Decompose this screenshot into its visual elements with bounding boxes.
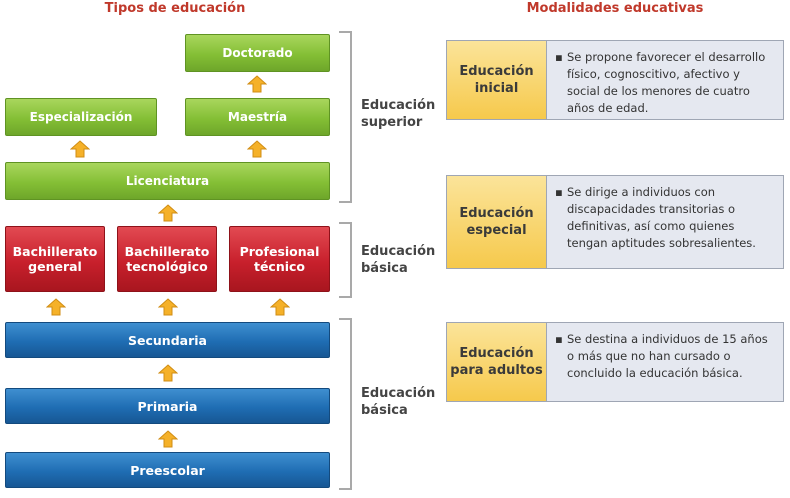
preescolar-box: Preescolar bbox=[5, 452, 330, 488]
modality-description: Se propone favorecer el desarrollo físic… bbox=[567, 50, 766, 115]
types-title: Tipos de educación bbox=[104, 1, 246, 16]
bracket-media bbox=[339, 222, 352, 298]
level-label-superior: Educación superior bbox=[361, 98, 436, 130]
licenciatura-box: Licenciatura bbox=[5, 162, 330, 200]
doctorado-box: Doctorado bbox=[185, 34, 330, 72]
modality-description-box: ▪ Se propone favorecer el desarrollo fís… bbox=[547, 41, 783, 119]
bracket-superior bbox=[339, 31, 352, 203]
level-label-media: Educación básica bbox=[361, 244, 436, 276]
modality-description-box: ▪ Se dirige a individuos con discapacida… bbox=[547, 176, 783, 268]
up-arrow-icon bbox=[158, 364, 178, 382]
modality-description: Se destina a individuos de 15 años o más… bbox=[567, 332, 768, 380]
modality-card-especial: Educación especial ▪ Se dirige a individ… bbox=[446, 175, 784, 269]
modality-name: Educación especial bbox=[447, 176, 547, 268]
up-arrow-icon bbox=[158, 204, 178, 222]
primaria-box: Primaria bbox=[5, 388, 330, 424]
up-arrow-icon bbox=[247, 140, 267, 158]
up-arrow-icon bbox=[70, 140, 90, 158]
especializacion-box: Especialización bbox=[5, 98, 157, 136]
bullet-icon: ▪ bbox=[555, 332, 563, 346]
modality-card-inicial: Educación inicial ▪ Se propone favorecer… bbox=[446, 40, 784, 120]
level-label-basica: Educación básica bbox=[361, 386, 436, 418]
bachillerato-general-box: Bachillerato general bbox=[5, 226, 105, 292]
up-arrow-icon bbox=[270, 298, 290, 316]
secundaria-box: Secundaria bbox=[5, 322, 330, 358]
up-arrow-icon bbox=[158, 298, 178, 316]
bullet-icon: ▪ bbox=[555, 50, 563, 64]
bachillerato-tecnologico-box: Bachillerato tecnológico bbox=[117, 226, 217, 292]
maestria-box: Maestría bbox=[185, 98, 330, 136]
modality-name: Educación inicial bbox=[447, 41, 547, 119]
bullet-icon: ▪ bbox=[555, 185, 563, 199]
modality-card-adultos: Educación para adultos ▪ Se destina a in… bbox=[446, 322, 784, 402]
profesional-tecnico-box: Profesional técnico bbox=[229, 226, 330, 292]
up-arrow-icon bbox=[247, 75, 267, 93]
modality-name: Educación para adultos bbox=[447, 323, 547, 401]
modality-description: Se dirige a individuos con discapacidade… bbox=[567, 185, 756, 250]
bracket-basica bbox=[339, 318, 352, 490]
modalities-title: Modalidades educativas bbox=[526, 1, 704, 16]
modality-description-box: ▪ Se destina a individuos de 15 años o m… bbox=[547, 323, 783, 401]
up-arrow-icon bbox=[46, 298, 66, 316]
up-arrow-icon bbox=[158, 430, 178, 448]
